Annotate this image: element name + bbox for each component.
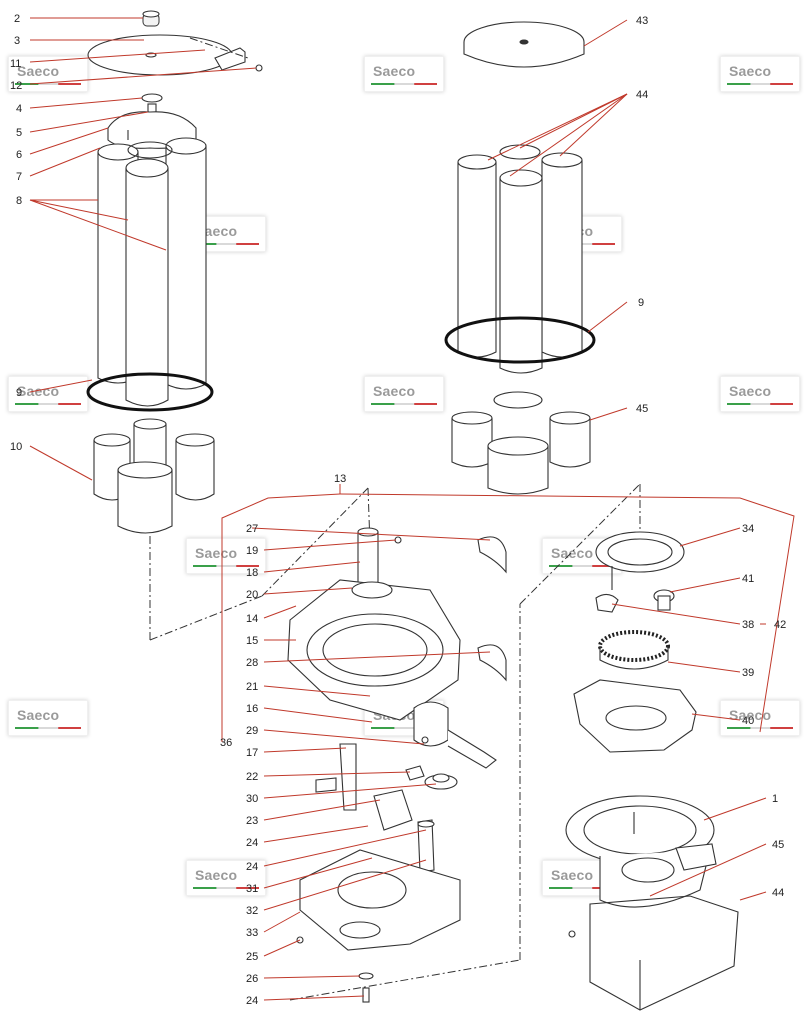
saeco-watermark: Saeco — [8, 700, 88, 736]
callout-label: 45 — [772, 839, 784, 851]
callout-label: 17 — [246, 747, 258, 759]
watermark-text: Saeco — [195, 867, 238, 883]
right-mechanism — [565, 531, 739, 1011]
watermark-text: Saeco — [729, 63, 772, 79]
saeco-watermark: Saeco — [8, 376, 88, 412]
callout-label: 2 — [14, 13, 20, 25]
callout-label: 41 — [742, 573, 754, 585]
callout-label: 31 — [246, 883, 258, 895]
callout-label: 10 — [10, 441, 22, 453]
leader-lines — [29, 17, 795, 1001]
callout-label: 16 — [246, 703, 258, 715]
callout-label: 9 — [16, 387, 22, 399]
callout-label: 34 — [742, 523, 754, 535]
callout-label: 22 — [246, 771, 258, 783]
callout-label: 19 — [246, 545, 258, 557]
callout-label: 39 — [742, 667, 754, 679]
callout-label: 5 — [16, 127, 22, 139]
callout-label: 14 — [246, 613, 258, 625]
saeco-watermark: Saeco — [8, 56, 88, 92]
callout-label: 13 — [334, 473, 346, 485]
callout-label: 12 — [10, 80, 22, 92]
callout-label: 24 — [246, 995, 258, 1007]
callout-label: 26 — [246, 973, 258, 985]
callout-label: 7 — [16, 171, 22, 183]
watermark-text: Saeco — [17, 383, 60, 399]
center-mechanism — [149, 483, 641, 1003]
callout-label: 27 — [246, 523, 258, 535]
callout-label: 9 — [638, 297, 644, 309]
callout-label: 24 — [246, 837, 258, 849]
callout-label: 40 — [742, 715, 754, 727]
callout-label: 36 — [220, 737, 232, 749]
callout-label: 21 — [246, 681, 258, 693]
watermark-text: Saeco — [373, 63, 416, 79]
saeco-watermark: Saeco — [364, 376, 444, 412]
callout-label: 45 — [636, 403, 648, 415]
saeco-watermark: Saeco — [364, 56, 444, 92]
watermark-text: Saeco — [17, 707, 60, 723]
callout-label: 8 — [16, 195, 22, 207]
callout-label: 11 — [10, 58, 21, 70]
callout-label: 6 — [16, 149, 22, 161]
callout-label: 4 — [16, 103, 22, 115]
callout-label: 23 — [246, 815, 258, 827]
callout-label: 15 — [246, 635, 258, 647]
watermark-text: Saeco — [373, 383, 416, 399]
watermark-text: Saeco — [17, 63, 60, 79]
saeco-watermark: Saeco — [186, 538, 266, 574]
watermark-text: Saeco — [729, 383, 772, 399]
left-tube-assembly — [86, 10, 263, 640]
callout-label: 1 — [772, 793, 778, 805]
callout-label: 20 — [246, 589, 258, 601]
callout-label: 32 — [246, 905, 258, 917]
watermark-text: Saeco — [551, 867, 594, 883]
right-tube-assembly — [444, 21, 596, 495]
watermark-text: Saeco — [729, 707, 772, 723]
callout-label: 29 — [246, 725, 258, 737]
watermark-text: Saeco — [551, 545, 594, 561]
watermark-text: Saeco — [195, 545, 238, 561]
callout-label: 3 — [14, 35, 20, 47]
callout-label: 24 — [246, 861, 258, 873]
callout-label: 44 — [772, 887, 784, 899]
callout-label: 30 — [246, 793, 258, 805]
callout-label: 42 — [774, 619, 786, 631]
callout-label: 18 — [246, 567, 258, 579]
saeco-watermark: Saeco — [720, 376, 800, 412]
callout-label: 44 — [636, 89, 648, 101]
callout-label: 43 — [636, 15, 648, 27]
callout-label: 38 — [742, 619, 754, 631]
saeco-watermark: Saeco — [720, 56, 800, 92]
callout-label: 33 — [246, 927, 258, 939]
callout-labels: 2 3 11 12 4 5 6 7 8 9 10 43 44 9 45 13 2… — [10, 13, 786, 1007]
callout-label: 28 — [246, 657, 258, 669]
saeco-watermark: Saeco — [186, 860, 266, 896]
callout-label: 25 — [246, 951, 258, 963]
